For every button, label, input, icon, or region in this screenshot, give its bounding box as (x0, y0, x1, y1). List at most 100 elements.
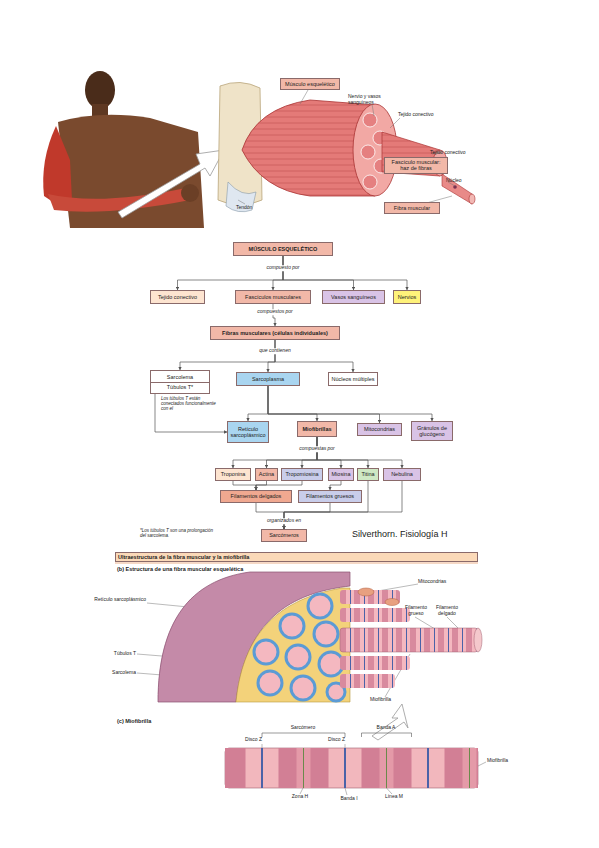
node-text: Núcleos múltiples (331, 376, 375, 382)
concept-box: SarcolemaTúbulos T* (150, 370, 210, 394)
node-text: Nervios (396, 294, 418, 300)
connector-arrow (268, 386, 432, 421)
connector-arrow (317, 437, 402, 468)
part-label: Filamento delgado (433, 605, 461, 617)
node-text: Titina (360, 471, 376, 477)
connector-label: organizados en (266, 518, 302, 524)
concept-box: Miosina (328, 468, 354, 481)
connector-arrow (268, 386, 317, 421)
connector-arrow (248, 386, 268, 421)
node-text: Fascículo muscular: haz de fibras (387, 159, 445, 172)
connector-arrow (256, 503, 284, 529)
node-text: Gránulos de glucógeno (414, 425, 450, 438)
source-citation: Silverthorn. Fisiología H (352, 529, 472, 539)
myofibril-bands (225, 733, 478, 788)
node-text: Tropomiosina (284, 471, 320, 477)
node-text: Músculo esquelético (283, 81, 337, 87)
part-label: Banda I (333, 796, 365, 802)
concept-box: Fibras musculares (células individuales) (210, 326, 340, 340)
footnote: *Los túbulos T son una prolongación del … (140, 528, 215, 538)
concept-box: Retículo sarcoplásmico (227, 421, 269, 443)
part-label: Nervio y vasos sanguíneos (348, 94, 398, 106)
man-figure (43, 71, 224, 228)
part-label: Línea M (378, 794, 410, 800)
part-label: Tendón (236, 205, 266, 211)
connector-arrow (233, 481, 256, 490)
part-label: Retículo sarcoplásmico (90, 597, 146, 603)
connector-arrow (256, 481, 267, 490)
part-label: Banda A (366, 725, 406, 731)
node-text: Troponina (218, 471, 248, 477)
concept-box: Troponina (215, 468, 251, 481)
connector-arrow (283, 256, 407, 290)
node-text: Mitocondrias (360, 426, 399, 432)
part-label: Núcleo (446, 178, 486, 184)
part-label: Sarcolema (90, 670, 136, 676)
leader-lines (137, 90, 486, 795)
concept-box: Actina (255, 468, 278, 481)
part-label: Miofibrilla (370, 697, 410, 703)
node-text: Sarcoplasma (239, 376, 297, 382)
node-subtext: Túbulos T* (151, 382, 209, 392)
connector-arrow (155, 394, 227, 432)
callout-box: Fibra muscular (384, 202, 440, 214)
connector-arrow (283, 256, 354, 290)
part-label: Disco Z (240, 737, 262, 743)
part-label: Miofibrilla (487, 758, 527, 764)
node-text: Miosina (331, 471, 351, 477)
connector-arrow (302, 437, 317, 468)
connector-arrow (330, 481, 341, 490)
part-label: Túbulos T (90, 651, 136, 657)
concept-box: Tropomiosina (281, 468, 323, 481)
connector-label: compuestos por (256, 309, 294, 315)
concept-box: Nebulina (383, 468, 421, 481)
connector-label: compuestas por (298, 446, 336, 452)
connector-arrow (317, 437, 341, 468)
part-label: Sarcómero (283, 725, 323, 731)
concept-box: Núcleos múltiples (328, 372, 378, 386)
concept-box: Filamentos gruesos (298, 490, 362, 503)
part-label: Mitocondrias (418, 579, 468, 585)
concept-box: Sarcoplasma (236, 372, 300, 386)
concept-box: Titina (357, 468, 379, 481)
muscle-bundle (218, 82, 475, 211)
section-band: Ultraestructura de la fibra muscular y l… (115, 552, 478, 562)
concept-box: MÚSCULO ESQUELÉTICO (233, 242, 333, 256)
node-text: Ultraestructura de la fibra muscular y l… (118, 554, 475, 560)
connector-arrow (178, 256, 284, 290)
node-text: Miofibrillas (300, 426, 334, 432)
concept-box: Nervios (393, 290, 421, 304)
connector-arrow (256, 481, 302, 490)
node-text: Tejido conectivo (153, 294, 202, 300)
connector-arrow (273, 256, 283, 290)
node-text: Vasos sanguíneos (325, 294, 382, 300)
part-label: Tejido conectivo (430, 150, 480, 156)
connector-arrow (273, 304, 275, 326)
node-text: Fibras musculares (células individuales) (213, 330, 337, 336)
node-text: Filamentos delgados (223, 493, 289, 499)
node-text: Filamentos gruesos (301, 493, 359, 499)
concept-box: Mitocondrias (357, 423, 402, 436)
connector-arrow (317, 437, 368, 468)
connector-label: que contienen (258, 348, 291, 354)
node-text: Fibra muscular (387, 205, 437, 211)
concept-box: Filamentos delgados (220, 490, 292, 503)
connector-arrow (180, 340, 275, 370)
node-text: MÚSCULO ESQUELÉTICO (236, 246, 330, 252)
concept-box: Vasos sanguíneos (322, 290, 385, 304)
connector-arrow (275, 340, 353, 372)
node-text: Nebulina (386, 471, 418, 477)
connector-label: compuesto por (265, 265, 300, 271)
connector-arrow (267, 437, 318, 468)
node-text: Retículo sarcoplásmico (230, 426, 266, 439)
part-label: Filamento grueso (403, 605, 429, 617)
node-text: Sarcómeros (264, 532, 304, 538)
concept-box: Fascículos musculares (235, 290, 311, 304)
concept-box: Tejido conectivo (150, 290, 205, 304)
subfigure-title: (c) Miofibrilla (117, 718, 217, 724)
node-text: Actina (258, 471, 275, 477)
part-label: Tejido conectivo (398, 112, 448, 118)
callout-box: Fascículo muscular: haz de fibras (384, 157, 448, 174)
concept-box: Gránulos de glucógeno (411, 421, 453, 441)
